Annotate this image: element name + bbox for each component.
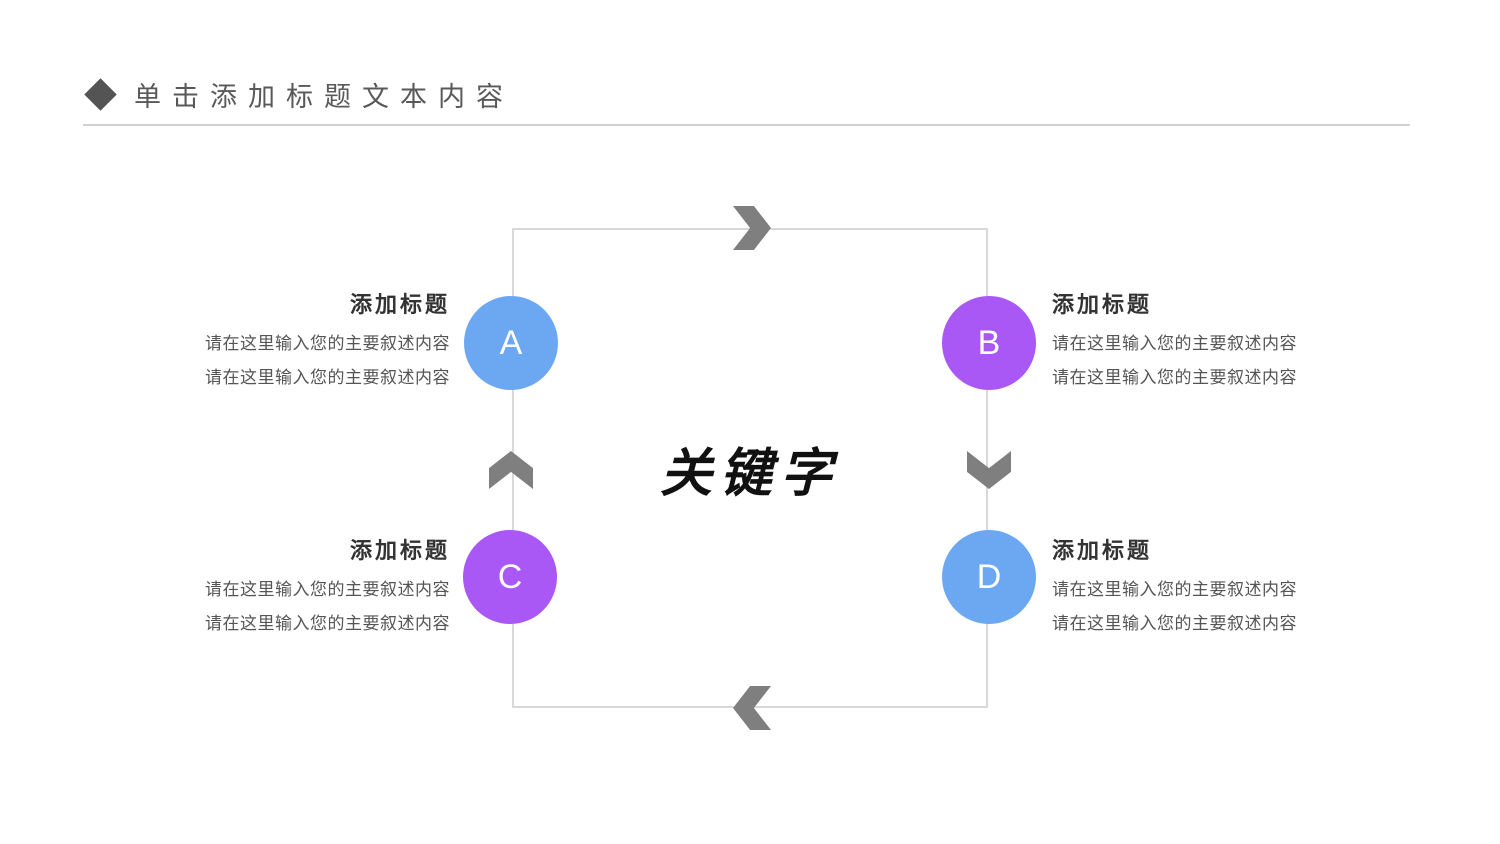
item-c-body-line1: 请在这里输入您的主要叙述内容 (205, 580, 450, 599)
item-b-body-line1: 请在这里输入您的主要叙述内容 (1052, 334, 1297, 353)
item-d-text-block: 添加标题 请在这里输入您的主要叙述内容 请在这里输入您的主要叙述内容 (1052, 536, 1382, 641)
circle-b-letter: B (977, 323, 1001, 362)
item-d-body-line2: 请在这里输入您的主要叙述内容 (1052, 614, 1297, 633)
circle-d-letter: D (976, 557, 1002, 596)
slide-header: 单击添加标题文本内容 (83, 70, 514, 118)
circle-c: C (463, 530, 557, 624)
item-c-title: 添加标题 (349, 538, 450, 563)
item-d-title: 添加标题 (1052, 538, 1153, 563)
item-d-body-line1: 请在这里输入您的主要叙述内容 (1052, 580, 1297, 599)
header-divider (83, 124, 1410, 126)
item-a-title: 添加标题 (349, 292, 450, 317)
circle-a: A (464, 296, 558, 390)
circle-d: D (942, 530, 1036, 624)
item-b-title: 添加标题 (1052, 292, 1153, 317)
item-a-body-line1: 请在这里输入您的主要叙述内容 (205, 334, 450, 353)
item-c-text-block: 添加标题 请在这里输入您的主要叙述内容 请在这里输入您的主要叙述内容 (120, 536, 450, 641)
item-b-text-block: 添加标题 请在这里输入您的主要叙述内容 请在这里输入您的主要叙述内容 (1052, 290, 1382, 395)
item-c-body-line2: 请在这里输入您的主要叙述内容 (205, 614, 450, 633)
item-a-text-block: 添加标题 请在这里输入您的主要叙述内容 请在这里输入您的主要叙述内容 (120, 290, 450, 395)
keyword-text: 关键字 (659, 445, 840, 503)
item-a-body-line2: 请在这里输入您的主要叙述内容 (205, 368, 450, 387)
diamond-icon (84, 77, 117, 111)
circle-a-letter: A (499, 323, 523, 362)
item-b-body-line2: 请在这里输入您的主要叙述内容 (1052, 368, 1297, 387)
circle-c-letter: C (497, 557, 523, 596)
circle-b: B (942, 296, 1036, 390)
page-title: 单击添加标题文本内容 (134, 81, 514, 112)
